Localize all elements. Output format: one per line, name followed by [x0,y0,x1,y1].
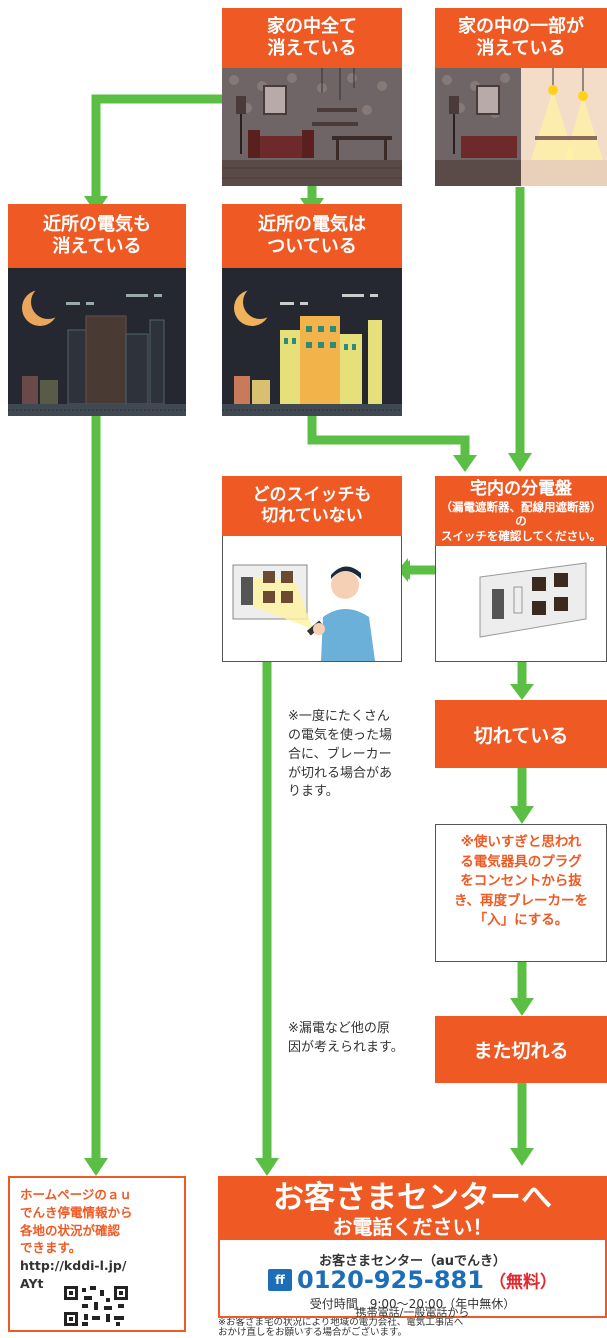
box-all-out-title: 家の中全て 消えている [222,8,402,68]
partially-lit-room-illustration [435,68,607,186]
arrow-neighbor-on-to-panel [307,416,470,455]
breaker-panel-illustration [436,547,606,661]
contact-title: お客さまセンターへ [273,1180,552,1216]
dark-room-illustration [222,68,402,186]
qr-code[interactable] [64,1286,128,1331]
free-label: （無料） [489,1272,558,1293]
box-panel: 宅内の分電盤 （漏電遮断器、配線用遮断器）の スイッチを確認してください。 [435,476,607,662]
box-no-switch: どのスイッチも 切れていない [222,476,402,662]
homepage-url-link[interactable]: http://kddi-l.jp/ [20,1258,127,1273]
phone-row: ff 0120-925-881 （無料） [220,1266,605,1294]
arrow-to-neighbor-out [91,94,222,197]
person-flashlight-illustration [223,537,401,661]
center-name: お客さまセンター（auでんき） [318,1254,507,1269]
homepage-box: ホームページのａｕ でんき停電情報から 各地の状況が確認 できます。 http:… [8,1176,186,1332]
phone-number[interactable]: 0120-925-881 [297,1266,484,1294]
box-partial-out: 家の中の一部が 消えている [435,8,607,186]
contact-subtitle: お電話ください！ [332,1215,493,1239]
contact-box: お客さまセンターへ お電話ください！ お客さまセンター（auでんき） ff 01… [218,1176,607,1319]
box-partial-out-title: 家の中の一部が 消えている [435,8,607,68]
box-tripped: 切れている [435,700,607,768]
hours-text: 受付時間 9:00〜20:00（年中無休） [309,1297,516,1311]
dark-city-illustration [8,268,186,416]
note-leak: ※漏電など他の原 因が考えられます。 [288,1021,404,1055]
freedial-icon: ff [267,1269,292,1291]
homepage-url-link-cont[interactable]: AYt [20,1275,44,1291]
from-text: 携帯電話/一般電話から [355,1306,470,1319]
box-advice: ※使いすぎと思われ る電気器具のプラグ をコンセントから抜 き、再度ブレーカーを… [435,824,607,962]
note-breaker: ※一度にたくさん の電気を使った場 合に、ブレーカー が切れる場合があ ります。 [288,709,393,800]
box-no-switch-title: どのスイッチも 切れていない [222,476,402,536]
box-all-out: 家の中全て 消えている [222,8,402,186]
box-trips-again: また切れる [435,1016,607,1083]
footer-note: ※お客さま宅の状況により地域の電力会社、電気工事店へ おかけ直しをお願いする場合… [218,1318,464,1338]
box-neighbor-on-title: 近所の電気は ついている [222,204,402,268]
box-neighbor-out: 近所の電気も 消えている [8,204,186,416]
box-panel-title: 宅内の分電盤 （漏電遮断器、配線用遮断器）の スイッチを確認してください。 [435,476,607,546]
box-neighbor-on: 近所の電気は ついている [222,204,402,416]
box-neighbor-out-title: 近所の電気も 消えている [8,204,186,268]
lit-city-illustration [222,268,402,416]
